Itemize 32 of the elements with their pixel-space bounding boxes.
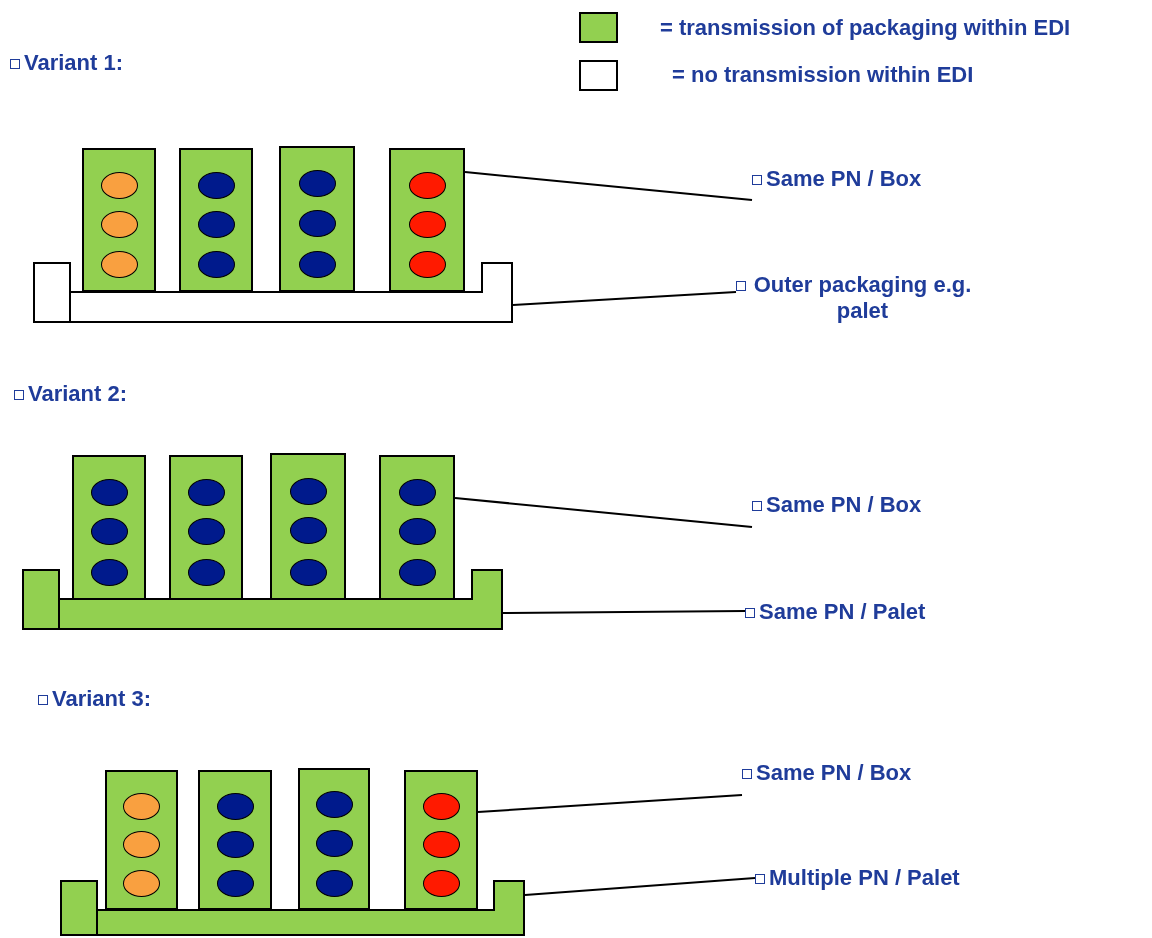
variant-heading: Variant 2: [28, 381, 128, 407]
packing-box [169, 455, 243, 600]
variant-heading: Variant 3: [52, 686, 152, 712]
leader-line [502, 610, 746, 614]
packing-box [82, 148, 156, 292]
leader-line [512, 291, 737, 306]
callout-text: Same PN / Box [756, 760, 912, 786]
pallet [33, 262, 513, 323]
callout-text: Outer packaging e.g. palet [752, 272, 973, 324]
variant-heading: Variant 1: [24, 50, 124, 76]
packing-box [404, 770, 478, 910]
callout-text: Same PN / Box [766, 166, 922, 192]
leader-line [477, 794, 743, 813]
packing-box [389, 148, 465, 292]
legend-text: = no transmission within EDI [672, 62, 974, 88]
pallet [22, 569, 503, 630]
leader-line [524, 877, 756, 896]
packing-box [105, 770, 178, 910]
packing-box [279, 146, 355, 292]
packing-box [270, 453, 346, 600]
packing-box [298, 768, 370, 910]
packing-box [72, 455, 146, 600]
packing-box [379, 455, 455, 600]
leader-line [454, 497, 753, 528]
callout-text: Multiple PN / Palet [769, 865, 960, 891]
leader-line [464, 171, 753, 201]
legend-text: = transmission of packaging within EDI [660, 15, 1071, 41]
packing-box [179, 148, 253, 292]
callout-text: Same PN / Box [766, 492, 922, 518]
pallet [60, 880, 525, 936]
packing-box [198, 770, 272, 910]
callout-text: Same PN / Palet [759, 599, 926, 625]
